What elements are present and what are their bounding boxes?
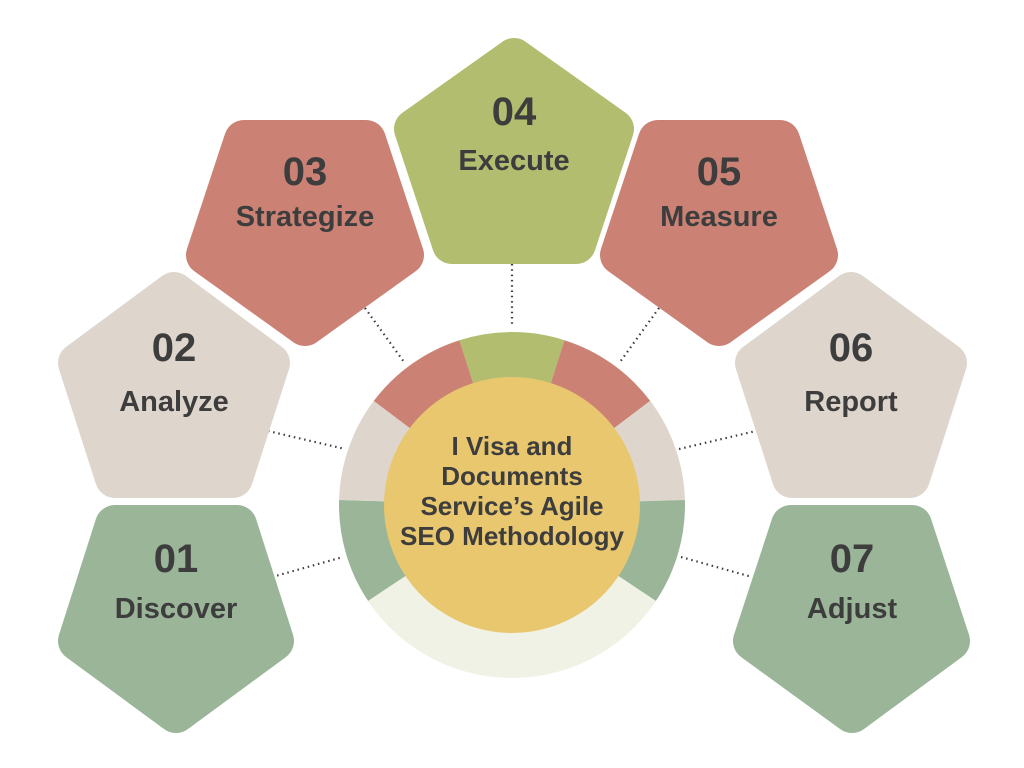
step-label-strategize: Strategize bbox=[236, 201, 375, 233]
center-title-line-1: I Visa and bbox=[452, 431, 573, 461]
pentagon-step-04 bbox=[394, 38, 634, 264]
pentagon-step-03 bbox=[186, 120, 424, 346]
step-label-report: Report bbox=[804, 386, 898, 418]
connector-step-03 bbox=[364, 307, 405, 363]
center-circle bbox=[384, 377, 640, 633]
connector-step-07 bbox=[680, 555, 753, 579]
pentagon-step-02 bbox=[58, 272, 290, 498]
step-label-discover: Discover bbox=[115, 593, 238, 625]
step-number-05: 05 bbox=[697, 150, 742, 194]
center-title-line-2: Documents bbox=[441, 461, 583, 491]
pentagon-step-07 bbox=[733, 505, 970, 733]
pentagon-step-06 bbox=[735, 272, 967, 498]
step-number-04: 04 bbox=[492, 90, 537, 134]
pentagon-step-05 bbox=[600, 120, 838, 346]
step-number-07: 07 bbox=[830, 537, 875, 581]
step-number-06: 06 bbox=[829, 326, 874, 370]
center-title-line-3: Service’s Agile bbox=[420, 491, 603, 521]
step-number-02: 02 bbox=[152, 326, 197, 370]
pentagon-step-01 bbox=[58, 505, 294, 733]
step-label-analyze: Analyze bbox=[119, 386, 229, 418]
connector-step-05 bbox=[619, 307, 660, 363]
connector-step-06 bbox=[678, 429, 757, 451]
connector-step-01 bbox=[271, 555, 344, 579]
step-label-adjust: Adjust bbox=[807, 593, 898, 625]
step-label-measure: Measure bbox=[660, 201, 778, 233]
step-number-01: 01 bbox=[154, 537, 199, 581]
step-number-03: 03 bbox=[283, 150, 328, 194]
center-title-line-4: SEO Methodology bbox=[400, 521, 624, 551]
connector-step-02 bbox=[267, 429, 346, 451]
step-label-execute: Execute bbox=[458, 145, 569, 177]
